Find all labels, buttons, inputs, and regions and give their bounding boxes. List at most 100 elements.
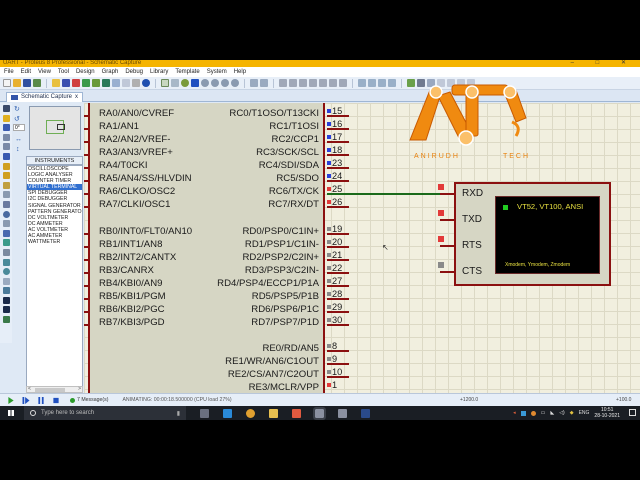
instrument-dc-voltmeter[interactable]: DC VOLTMETER — [28, 214, 69, 221]
list-horizontal-scrollbar[interactable]: < > — [26, 386, 83, 393]
rotate-clockwise-icon[interactable]: ↻ — [14, 106, 20, 113]
taskbar-clock[interactable]: 10:51 28-10-2021 — [594, 407, 620, 419]
menu-system[interactable]: System — [206, 69, 227, 75]
remove-sheet-icon[interactable] — [447, 79, 455, 87]
redo-icon[interactable] — [260, 79, 268, 87]
mirror-horizontal-icon[interactable]: ↔ — [15, 136, 22, 143]
tray-volume-icon[interactable]: ◁) — [559, 410, 565, 416]
graph-icon[interactable] — [2, 191, 10, 199]
open-folder-icon[interactable] — [13, 79, 21, 87]
close-button[interactable]: ✕ — [620, 60, 636, 66]
menu-edit[interactable]: Edit — [20, 69, 32, 75]
menu-file[interactable]: File — [4, 69, 14, 75]
tray-network-icon[interactable]: ◣ — [550, 410, 555, 416]
step-icon[interactable] — [22, 396, 30, 404]
wire-autorouter-icon[interactable] — [407, 79, 415, 87]
file-explorer-icon[interactable] — [269, 408, 278, 418]
instrument-virtual-terminal[interactable]: VIRTUAL TERMINAL — [27, 184, 82, 191]
netlist-icon[interactable] — [467, 79, 475, 87]
project-icon[interactable] — [122, 79, 130, 87]
voltage-probe-icon[interactable] — [2, 220, 10, 228]
tab-close-icon[interactable]: x — [75, 94, 79, 100]
instrument-oscilloscope[interactable]: OSCILLOSCOPE — [28, 166, 69, 172]
instrument-pattern-generator[interactable]: PATTERN GENERATO — [28, 208, 82, 215]
taskbar-search[interactable]: Type here to search ▮ — [24, 406, 186, 420]
arc-icon[interactable] — [2, 277, 10, 285]
tray-app-icon[interactable] — [520, 410, 526, 416]
block-copy-icon[interactable] — [309, 79, 317, 87]
virtual-terminal[interactable]: RXD TXD RTS CTS VT52, VT100, ANSI Xmodem… — [454, 182, 611, 286]
office-icon[interactable] — [292, 408, 301, 418]
overview-preview[interactable] — [29, 106, 81, 150]
bom-icon[interactable] — [102, 79, 110, 87]
help-icon[interactable] — [142, 79, 150, 87]
proteus-isis-icon[interactable] — [313, 406, 326, 420]
menu-library[interactable]: Library — [150, 69, 169, 75]
device-pins-icon[interactable] — [2, 181, 10, 189]
tray-arrow-icon[interactable]: ◂ — [513, 410, 516, 416]
virtual-terminal-window-icon[interactable] — [361, 408, 370, 418]
menu-debug[interactable]: Debug — [125, 69, 143, 75]
paste-icon[interactable] — [299, 79, 307, 87]
chrome-icon[interactable] — [246, 408, 255, 418]
tray-security-icon[interactable]: ◆ — [569, 410, 574, 416]
zoom-all-icon[interactable] — [221, 79, 229, 87]
pause-icon[interactable] — [37, 396, 45, 404]
import-icon[interactable] — [33, 79, 41, 87]
tray-battery-icon[interactable]: ▭ — [540, 410, 546, 416]
menu-help[interactable]: Help — [233, 69, 247, 75]
search-icon[interactable] — [417, 79, 425, 87]
vscode-icon[interactable] — [223, 408, 232, 418]
selection-mode-icon[interactable] — [2, 105, 10, 112]
buses-icon[interactable] — [2, 152, 10, 160]
path-icon[interactable] — [2, 287, 10, 295]
microphone-icon[interactable]: ▮ — [176, 410, 180, 417]
instrument-logic-analyser[interactable]: LOGIC ANALYSER — [28, 172, 73, 179]
zoom-out-icon[interactable] — [211, 79, 219, 87]
text-icon[interactable] — [2, 296, 10, 304]
language-indicator[interactable]: ENG — [578, 410, 590, 416]
generator-icon[interactable] — [2, 210, 10, 218]
instrument-i2c-debugger[interactable]: I2C DEBUGGER — [28, 196, 68, 203]
tape-recorder-icon[interactable] — [2, 200, 10, 208]
instrument-spi-debugger[interactable]: SPI DEBUGGER — [28, 190, 68, 197]
scroll-right-arrow[interactable]: > — [78, 386, 81, 392]
menu-graph[interactable]: Graph — [101, 69, 119, 75]
copy-icon[interactable] — [289, 79, 297, 87]
maximize-button[interactable]: □ — [595, 60, 610, 66]
zoom-area-icon[interactable] — [231, 79, 239, 87]
zoom-in-icon[interactable] — [201, 79, 209, 87]
symbol-icon[interactable] — [2, 306, 10, 314]
marker-icon[interactable] — [2, 316, 10, 324]
instrument-ac-ammeter[interactable]: AC AMMETER — [28, 233, 63, 240]
tx-rxd-wire[interactable] — [327, 193, 440, 195]
menu-tool[interactable]: Tool — [57, 69, 69, 75]
decompose-icon[interactable] — [388, 79, 396, 87]
window-controls[interactable]: – □ ✕ — [571, 60, 636, 67]
refresh-icon[interactable] — [161, 79, 169, 87]
messages-indicator[interactable]: 7 Message(s) — [70, 397, 108, 403]
virtual-instruments-icon[interactable] — [2, 239, 10, 247]
cut-icon[interactable] — [279, 79, 287, 87]
menu-view[interactable]: View — [38, 69, 51, 75]
instrument-counter-timer[interactable]: COUNTER TIMER — [28, 178, 72, 185]
grid-icon[interactable] — [171, 79, 179, 87]
tray-app-icon-2[interactable] — [530, 410, 536, 416]
origin-icon[interactable] — [181, 79, 189, 87]
action-center-icon[interactable] — [629, 409, 636, 416]
exit-to-parent-icon[interactable] — [457, 79, 465, 87]
save-icon[interactable] — [23, 79, 31, 87]
subcircuit-icon[interactable] — [2, 162, 10, 170]
schematic-canvas[interactable]: RA0/AN0/CVREF RA1/AN1 RA2/AN2/VREF- RA3/… — [84, 103, 640, 393]
instrument-wattmeter[interactable]: WATTMETER — [28, 239, 61, 246]
source-icon[interactable] — [132, 79, 140, 87]
home-icon[interactable] — [52, 79, 60, 87]
notes-icon[interactable] — [112, 79, 120, 87]
rotation-angle-field[interactable]: 0° — [13, 124, 25, 131]
stop-icon[interactable] — [52, 397, 60, 404]
menu-design[interactable]: Design — [75, 69, 95, 75]
instrument-ac-voltmeter[interactable]: AC VOLTMETER — [28, 226, 68, 233]
packaging-tool-icon[interactable] — [378, 79, 386, 87]
make-device-icon[interactable] — [368, 79, 376, 87]
gerber-icon[interactable] — [82, 79, 90, 87]
